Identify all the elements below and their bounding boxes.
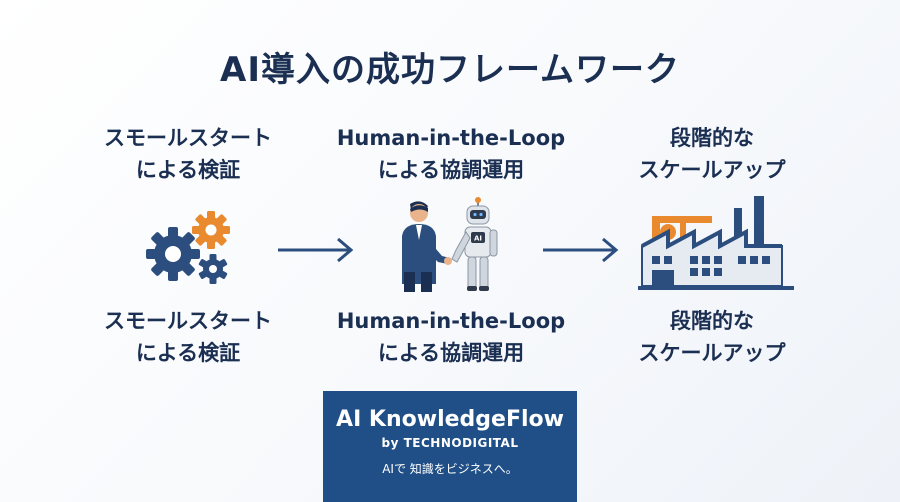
step-3-bottom-label: 段階的な スケールアップ [582,305,842,369]
robot-ai-badge: AI [474,235,482,243]
brand-name: AI KnowledgeFlow [336,407,564,432]
brand-byline: by TECHNODIGITAL [381,436,519,450]
brand-tagline: AIで 知識をビジネスへ。 [382,462,518,476]
step-1-top-label: スモールスタート による検証 [58,122,318,186]
brand-box: AI KnowledgeFlow by TECHNODIGITAL AIで 知識… [323,391,577,502]
step-2-bottom-line-2: による協調運用 [377,341,525,365]
human-robot-handshake-icon: AI [402,197,498,292]
arrow-right-icon [543,237,619,263]
step-2-top-line-2: による協調運用 [377,158,525,182]
step-3-top-line-2: スケールアップ [638,158,786,182]
step-3-top-label: 段階的な スケールアップ [582,122,842,186]
step-1-top-line-2: による検証 [135,158,241,182]
step-3-top-line-1: 段階的な [670,126,754,150]
step-2-top-line-1: Human-in-the-Loop [336,126,566,150]
step-1-top-line-1: スモールスタート [104,126,272,150]
step-1-bottom-line-2: による検証 [135,341,241,365]
gears-icon [146,211,230,284]
step-2-bottom-label: Human-in-the-Loop による協調運用 [321,305,581,369]
step-3-bottom-line-1: 段階的な [670,309,754,333]
step-2-bottom-line-1: Human-in-the-Loop [336,309,566,333]
step-1-bottom-label: スモールスタート による検証 [58,305,318,369]
factory-icon [638,196,794,290]
step-1-bottom-line-1: スモールスタート [104,309,272,333]
step-3-bottom-line-2: スケールアップ [638,341,786,365]
step-2-top-label: Human-in-the-Loop による協調運用 [321,122,581,186]
arrow-right-icon [278,237,354,263]
page-title: AI導入の成功フレームワーク [220,50,680,90]
